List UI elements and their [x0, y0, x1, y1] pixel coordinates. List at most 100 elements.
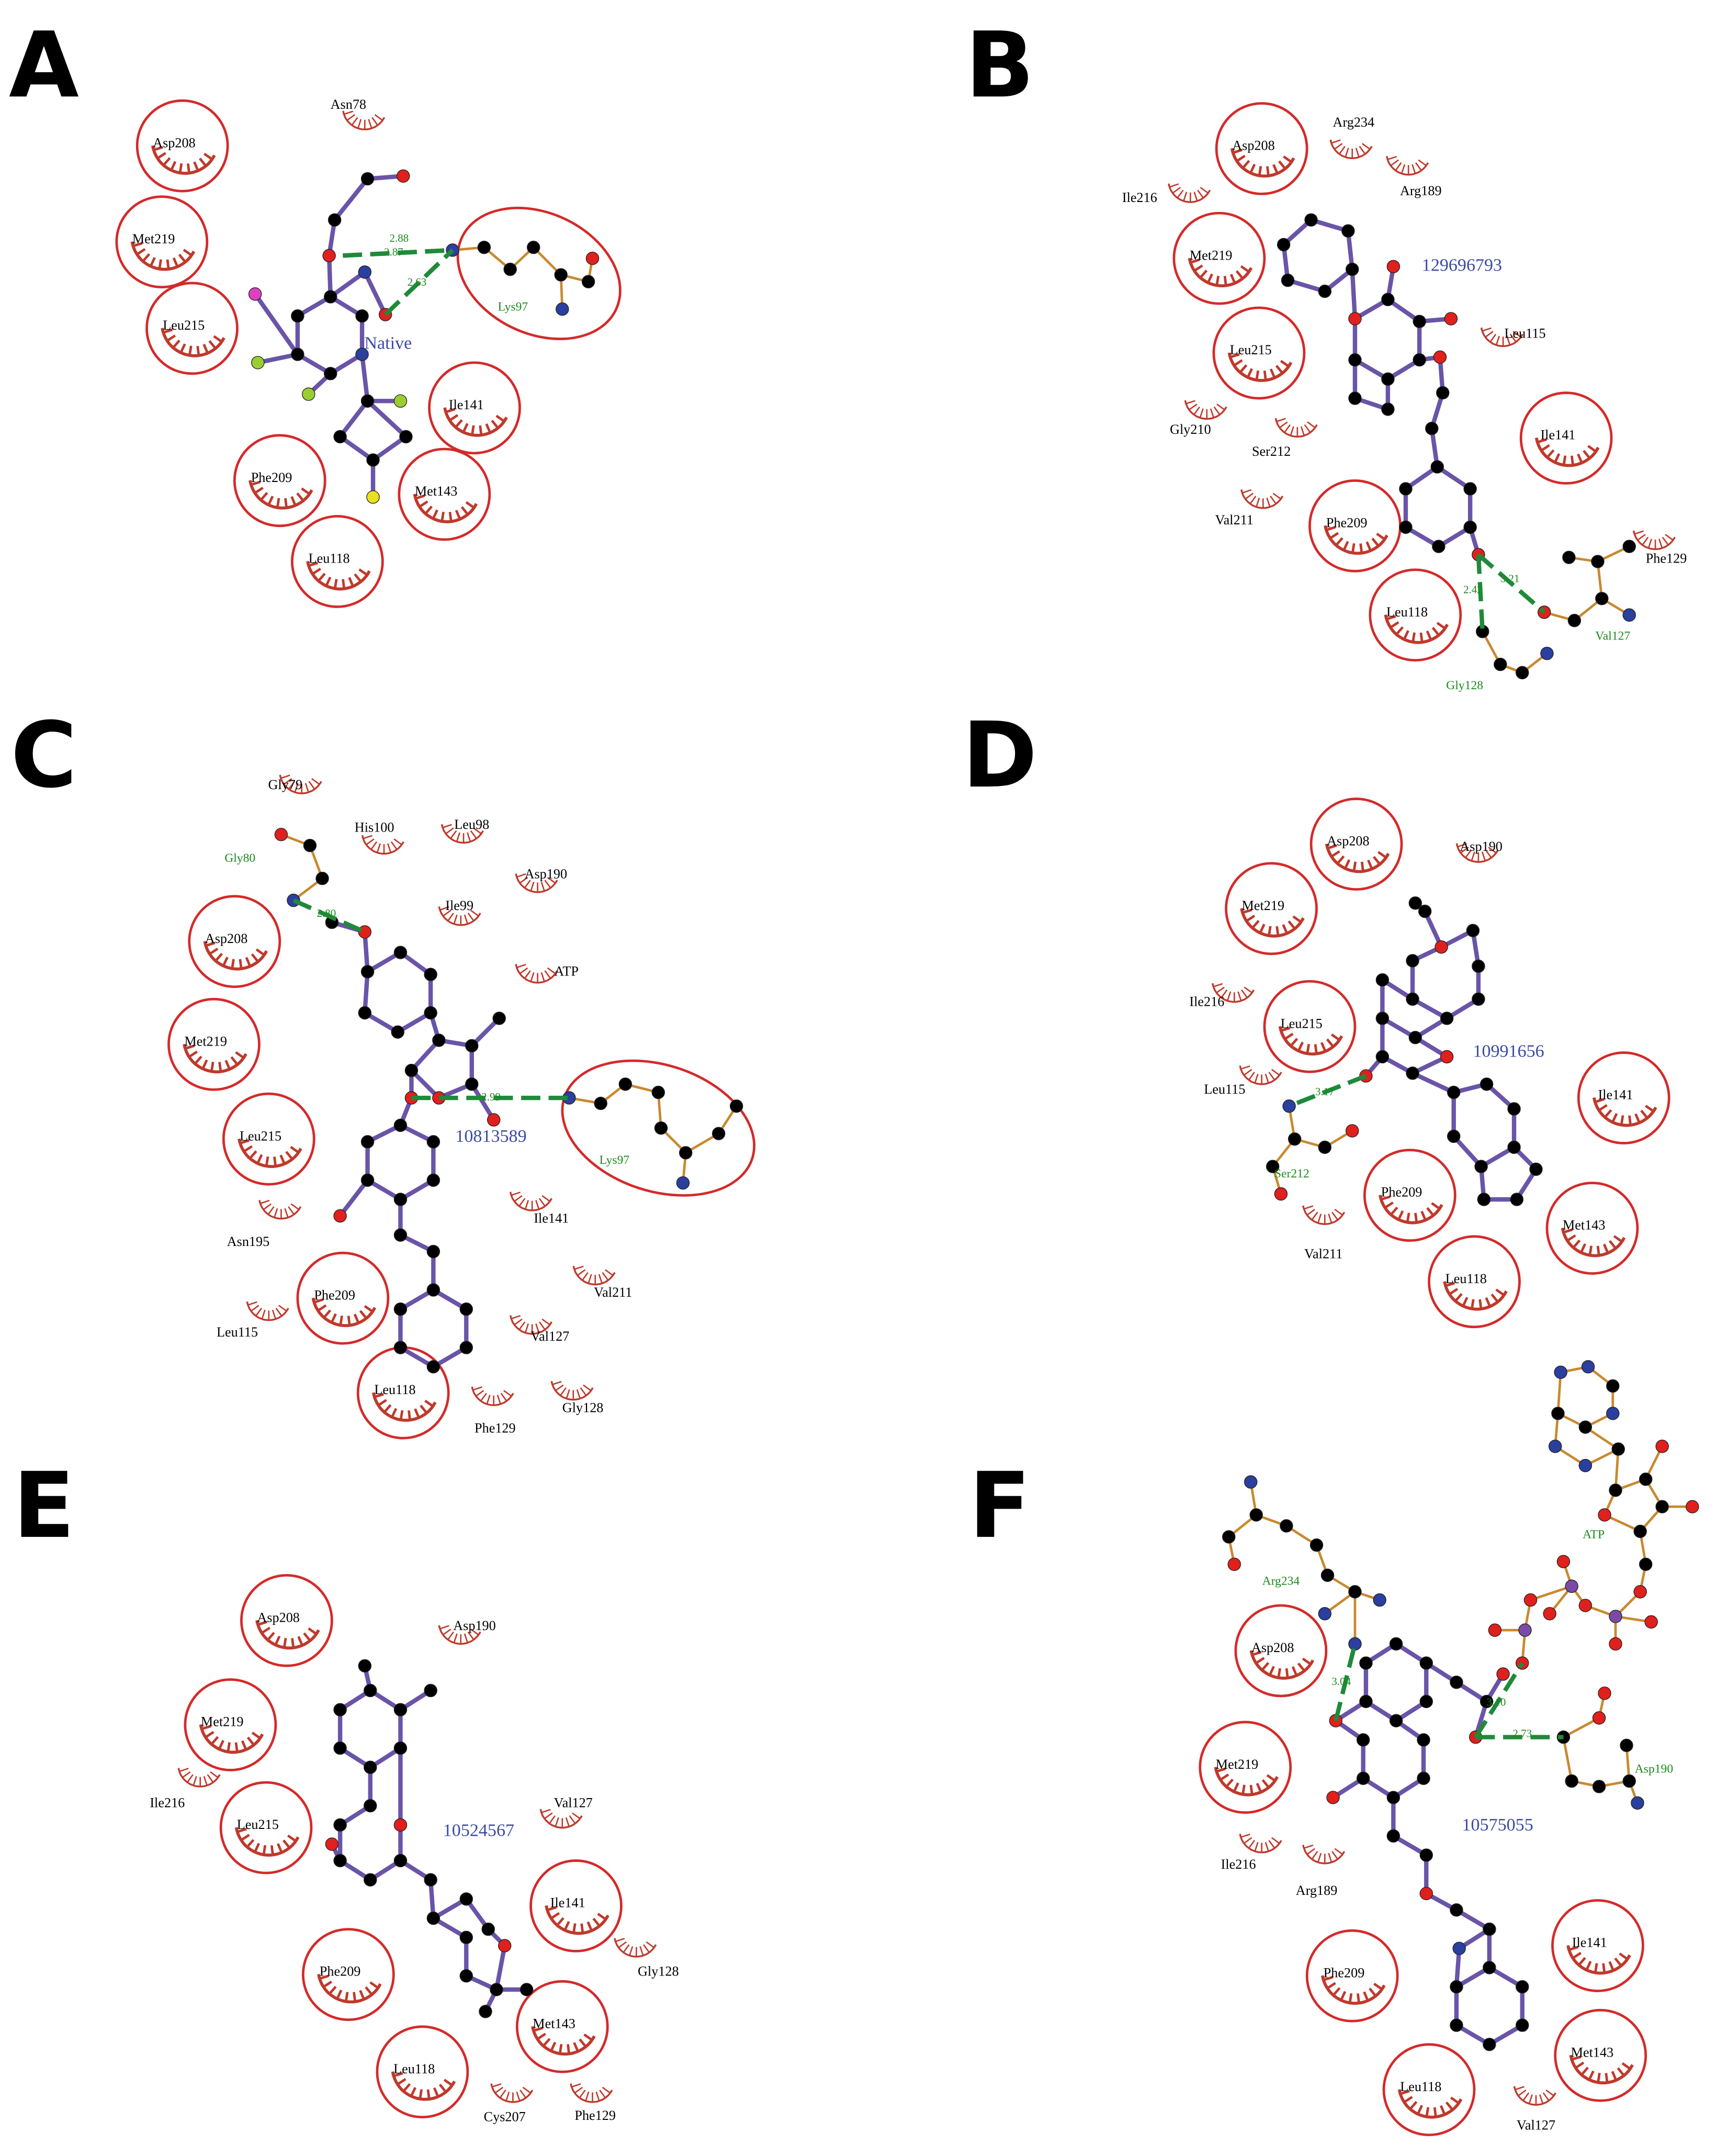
- hydrophobic-contact-icon-spoke: [558, 2043, 563, 2054]
- bond-distance-label: 2.88: [389, 232, 409, 244]
- ligand-atom-c: [358, 1006, 372, 1020]
- residue-label: Gly210: [1170, 422, 1211, 437]
- hydrophobic-contact-icon-spoke: [325, 576, 332, 587]
- hydrophobic-contact-icon-spoke: [1304, 1844, 1314, 1849]
- hydrophobic-contact-icon-spoke: [583, 2033, 593, 2041]
- hydrophobic-contact-icon-spoke: [1572, 1239, 1581, 1249]
- contact-circle: [376, 2025, 469, 2119]
- hydrophobic-contact-icon-spoke: [565, 1817, 570, 1827]
- hydrophobic-contact-icon-spoke: [1240, 1833, 1250, 1838]
- ligand-atom-c: [1425, 422, 1439, 435]
- hydrophobic-contact-icon: [1561, 1227, 1626, 1257]
- hydrophobic-contact-icon-spoke: [585, 2091, 590, 2102]
- ligand-atom-c: [465, 1077, 479, 1091]
- hydrophobic-contact-icon-arc: [1302, 1205, 1346, 1225]
- residue-atom-c: [1320, 1568, 1335, 1582]
- residue-atom-c: [303, 838, 317, 852]
- residue-atom-n: [556, 302, 569, 316]
- ligand-atom-c: [1348, 353, 1362, 367]
- hydrophobic-contact-icon-spoke: [1266, 166, 1270, 176]
- contact-circle: [1577, 1051, 1670, 1144]
- hydrophobic-contact-icon-spoke: [1445, 2101, 1454, 2111]
- residue-cys207: Cys207: [484, 2083, 534, 2125]
- residue-label: Ile141: [1540, 428, 1575, 443]
- hydrophobic-contact-icon-spoke: [639, 1946, 644, 1956]
- ligand-atom-c: [1510, 1193, 1524, 1206]
- hydrophobic-contact-icon-spoke: [1249, 496, 1257, 504]
- hydrophobic-contact-icon-spoke: [1300, 426, 1305, 436]
- hydrophobic-contact-icon: [1321, 1975, 1386, 2005]
- hydrophobic-contact-icon: [371, 1392, 437, 1422]
- bond-distance-label: 3.04: [1331, 1675, 1351, 1688]
- contact-circle: [222, 1092, 315, 1186]
- residue-circle-leu118: Leu118: [1428, 1235, 1521, 1329]
- hydrophobic-contact-icon-spoke: [201, 1725, 211, 1731]
- hydrophobic-contact-icon-spoke: [492, 2083, 502, 2088]
- hydrophobic-contact-icon-spoke: [1566, 1234, 1576, 1242]
- ligand-atom-c: [360, 1173, 375, 1187]
- ligand-atom-o: [1386, 260, 1401, 274]
- residue-circle-leu118: Leu118: [291, 515, 384, 608]
- hbond-residue-label: Gly80: [224, 851, 255, 865]
- hydrophobic-contact-icon-spoke: [179, 343, 186, 353]
- hydrophobic-contact-icon-spoke: [1185, 400, 1195, 405]
- residue-atom-c: [1591, 555, 1605, 568]
- ligand-atom-c: [1466, 924, 1480, 937]
- hydrophobic-contact-icon-spoke: [1270, 496, 1277, 504]
- ligand-atom-c: [1406, 992, 1419, 1006]
- hydrophobic-contact-icon-spoke: [1367, 859, 1373, 870]
- hbond-residue-lys97: Lys97: [561, 1059, 755, 1197]
- hydrophobic-contact-icon-spoke: [547, 967, 556, 974]
- residue-atom-c: [1622, 1774, 1636, 1788]
- hydrophobic-contact-icon-spoke: [1365, 541, 1372, 552]
- hydrogen-bond-line: [1474, 1661, 1524, 1738]
- hydrophobic-contact-icon-spoke: [555, 1384, 564, 1391]
- residue-circle-leu118: Leu118: [356, 1346, 450, 1440]
- hydrophobic-contact-icon: [441, 824, 484, 844]
- residue-atom-p: [1609, 1610, 1622, 1623]
- hydrophobic-contact-icon-spoke: [1334, 1848, 1343, 1855]
- hydrophobic-contact-icon: [539, 1809, 583, 1829]
- residue-circle-phe209: Phe209: [233, 434, 326, 527]
- contact-circle: [1225, 862, 1318, 956]
- residue-label: Met143: [1571, 2045, 1614, 2060]
- hydrophobic-contact-icon-spoke: [1351, 543, 1356, 553]
- hydrophobic-contact-icon-spoke: [1215, 275, 1220, 286]
- hydrophobic-contact-icon-spoke: [342, 579, 346, 589]
- hydrophobic-contact-icon-spoke: [208, 340, 217, 350]
- ligand-atom-o: [498, 1939, 512, 1952]
- hydrophobic-contact-icon: [177, 1768, 221, 1788]
- hydrophobic-contact-icon-spoke: [1397, 1210, 1404, 1220]
- residue-circle-leu215: Leu215: [1263, 980, 1357, 1073]
- residue-label: Val127: [530, 1329, 569, 1344]
- hydrophobic-contact-icon-spoke: [1539, 2094, 1544, 2104]
- hydrophobic-contact-icon-arc: [1184, 400, 1227, 420]
- hydrophobic-contact-icon-spoke: [391, 1408, 398, 1418]
- hydrophobic-contact-icon: [1239, 1833, 1282, 1854]
- hydrophobic-contact-icon-spoke: [319, 1974, 330, 1980]
- hydrophobic-contact-icon-spoke: [1395, 162, 1402, 171]
- hydrophobic-contact-icon-spoke: [1246, 915, 1256, 923]
- hydrophobic-contact-icon-spoke: [276, 498, 280, 508]
- hydrophobic-contact-icon-spoke: [471, 425, 475, 435]
- hydrophobic-contact-icon: [246, 1301, 289, 1321]
- hydrophobic-contact-icon-spoke: [1268, 1666, 1275, 1676]
- bond-distance-label: 2.63: [408, 276, 427, 288]
- ligand-atom-c: [393, 1302, 408, 1316]
- hydrophobic-contact-icon-spoke: [1488, 846, 1497, 854]
- ligand-atom-c: [1479, 1077, 1494, 1091]
- ligand-atom-c: [459, 1930, 473, 1945]
- hydrophobic-contact-icon: [570, 2083, 613, 2103]
- residue-circle-asp208: Asp208: [1309, 798, 1403, 891]
- residue-label: Leu115: [217, 1324, 258, 1340]
- hydrophobic-contact-icon-spoke: [1193, 406, 1201, 416]
- ligand-atom-c: [364, 1799, 377, 1813]
- residue-circle-met219: Met219: [115, 195, 209, 289]
- residue-phe129: Phe129: [1632, 530, 1687, 566]
- residue-label: Gly128: [638, 1964, 679, 1979]
- hydrophobic-contact-icon-spoke: [263, 1203, 272, 1210]
- ligand-atom-c: [1432, 540, 1445, 553]
- residue-asn195: Asn195: [227, 1199, 302, 1249]
- hydrophobic-contact-icon-spoke: [1311, 1211, 1318, 1220]
- residue-atom-o: [1592, 1711, 1606, 1725]
